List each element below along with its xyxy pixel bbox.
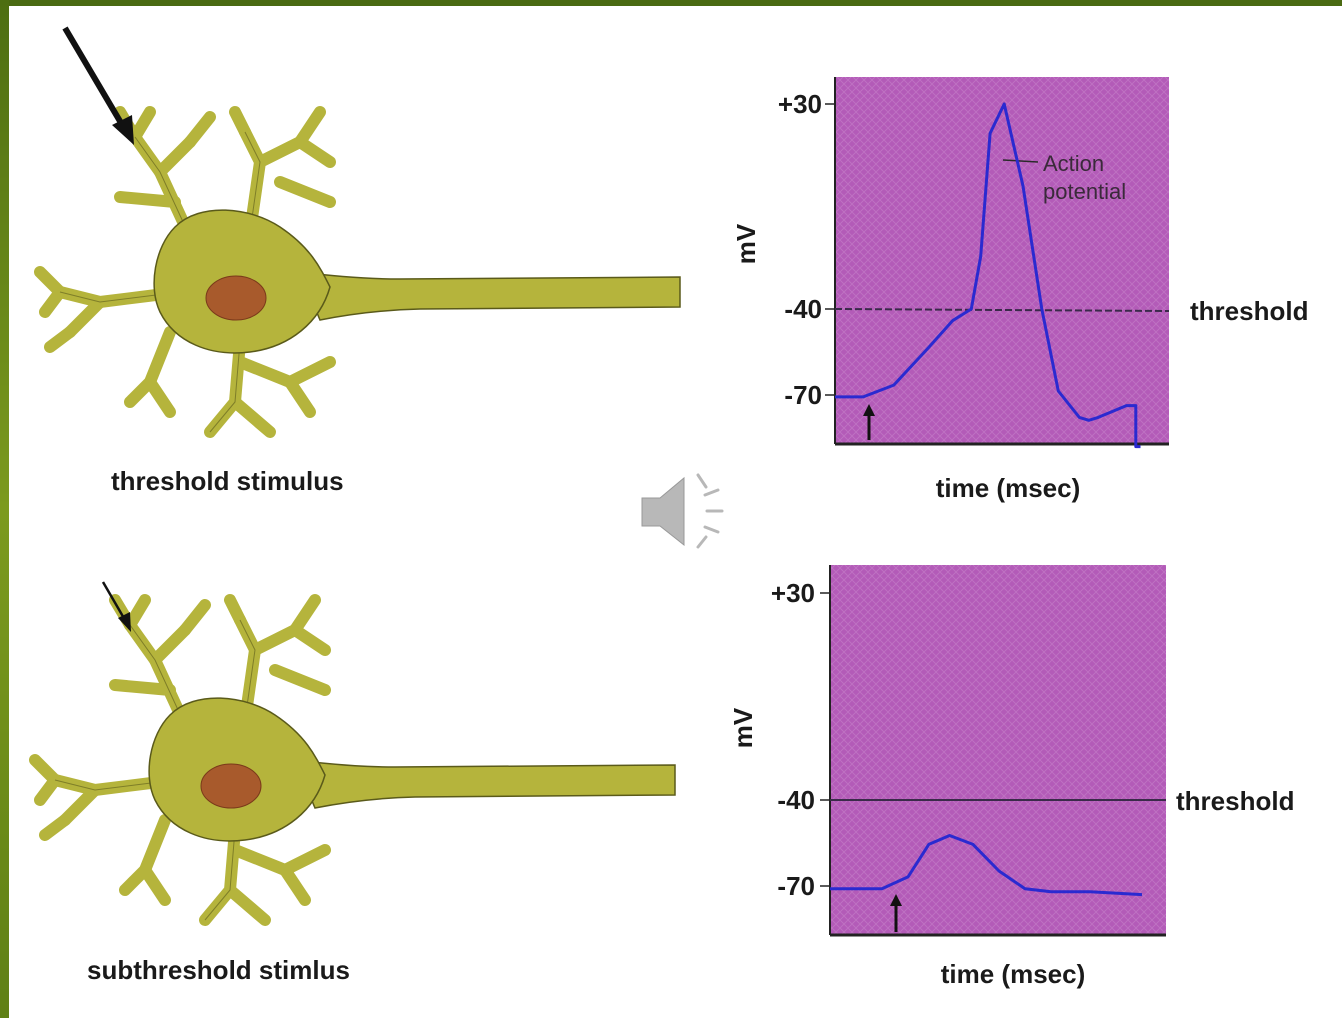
stimulus-arrow-top: [65, 28, 134, 145]
neuron-caption-bottom: subthreshold stimlus: [87, 955, 350, 986]
stimulus-arrow-bottom: [103, 582, 131, 632]
neuron-illustration-top: [40, 112, 680, 432]
chart-top-threshold-label: threshold: [1190, 296, 1308, 326]
chart-bottom-plot-area: [830, 565, 1166, 935]
chart-top-tick-label-minus70: -70: [784, 380, 822, 410]
chart-top: +30 -40 -70 mV time (msec) threshold Act…: [731, 77, 1308, 503]
chart-top-annotation-line1: Action: [1043, 151, 1104, 176]
chart-top-tick-label-30: +30: [778, 89, 822, 119]
neuron-caption-top: threshold stimulus: [111, 466, 344, 497]
chart-bottom-ylabel: mV: [728, 707, 758, 748]
neuron-illustration-bottom: [35, 600, 675, 920]
chart-top-tick-label-minus40: -40: [784, 294, 822, 324]
speaker-icon[interactable]: [642, 475, 722, 547]
chart-top-annotation-line2: potential: [1043, 179, 1126, 204]
chart-bottom-threshold-label: threshold: [1176, 786, 1294, 816]
chart-bottom-tick-label-minus40: -40: [777, 785, 815, 815]
chart-top-ylabel: mV: [731, 223, 761, 264]
chart-bottom-xlabel: time (msec): [941, 959, 1086, 989]
chart-bottom: +30 -40 -70 mV time (msec) threshold: [728, 565, 1294, 989]
chart-bottom-tick-label-30: +30: [771, 578, 815, 608]
chart-top-xlabel: time (msec): [936, 473, 1081, 503]
chart-bottom-tick-label-minus70: -70: [777, 871, 815, 901]
